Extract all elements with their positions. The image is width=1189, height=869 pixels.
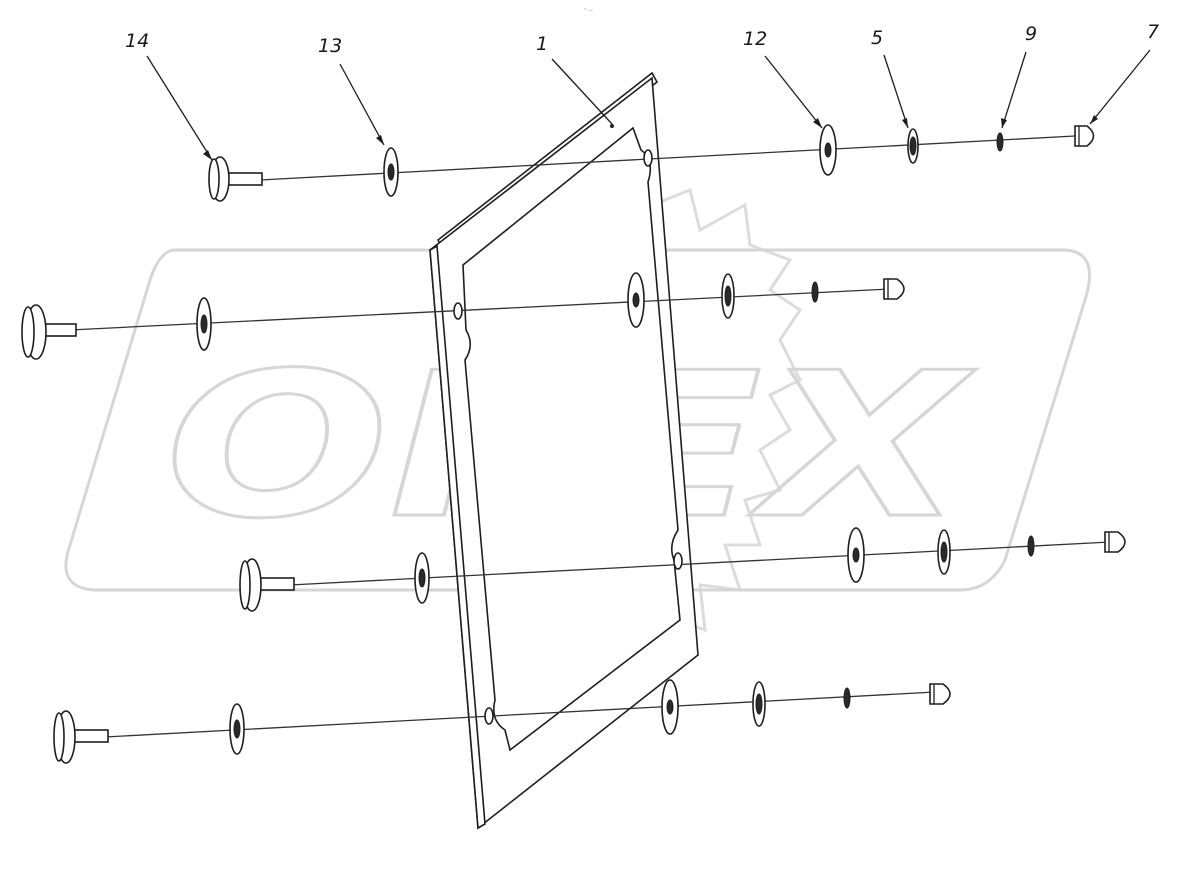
callout-label: 13 [318, 35, 342, 57]
bolt-14 [208, 156, 263, 202]
ring-row-2 [811, 281, 819, 303]
cap-nut-7 [1074, 125, 1095, 147]
washer-row-4a [229, 703, 245, 755]
washer-row-2b [627, 272, 645, 328]
callout-5: 5 [871, 27, 909, 129]
bolt-row-3 [239, 558, 295, 612]
washer-row-2c [721, 273, 735, 319]
cap-nut-row-4 [929, 683, 951, 705]
callout-label: 14 [125, 30, 149, 52]
plate-hole [673, 552, 683, 570]
ring-9 [996, 132, 1004, 152]
fastener-row-1 [208, 124, 1095, 202]
washer-row-4c [752, 681, 766, 727]
washer-12 [819, 124, 837, 176]
watermark-capsule [64, 248, 1091, 592]
callout-1: 1 [536, 33, 614, 128]
callout-label: 5 [871, 27, 883, 49]
plate-thickness [429, 244, 486, 830]
washer-13 [383, 147, 399, 197]
washer-row-2a [196, 297, 212, 351]
ring-row-4 [843, 687, 851, 709]
fastener-row-2 [21, 272, 905, 360]
washer-row-4b [661, 679, 679, 735]
gasket-plate [429, 71, 699, 830]
bolt-row-2 [21, 304, 77, 360]
callout-13: 13 [318, 35, 385, 146]
callout-12: 12 [743, 28, 823, 129]
cap-nut-row-3 [1104, 531, 1126, 553]
callout-label: 9 [1025, 23, 1037, 45]
plate-hole [643, 149, 653, 167]
callout-9: 9 [1001, 23, 1037, 129]
plate-hole [484, 707, 494, 725]
washer-row-3c [937, 529, 951, 575]
top-mark: ° — [584, 8, 593, 14]
fastener-row-3 [239, 527, 1126, 612]
callout-14: 14 [125, 30, 213, 161]
callout-label: 1 [536, 33, 548, 55]
callout-label: 7 [1147, 21, 1159, 43]
plate-inner-window [462, 126, 681, 752]
callout-7: 7 [1089, 21, 1159, 125]
fastener-row-4 [53, 679, 951, 764]
washer-5 [907, 128, 919, 164]
washer-row-3a [414, 552, 430, 604]
washer-row-3b [847, 527, 865, 583]
cap-nut-row-2 [883, 278, 905, 300]
bolt-row-4 [53, 710, 109, 764]
callout-label: 12 [743, 28, 767, 50]
ring-row-3 [1027, 535, 1035, 557]
plate-hole [453, 302, 463, 320]
